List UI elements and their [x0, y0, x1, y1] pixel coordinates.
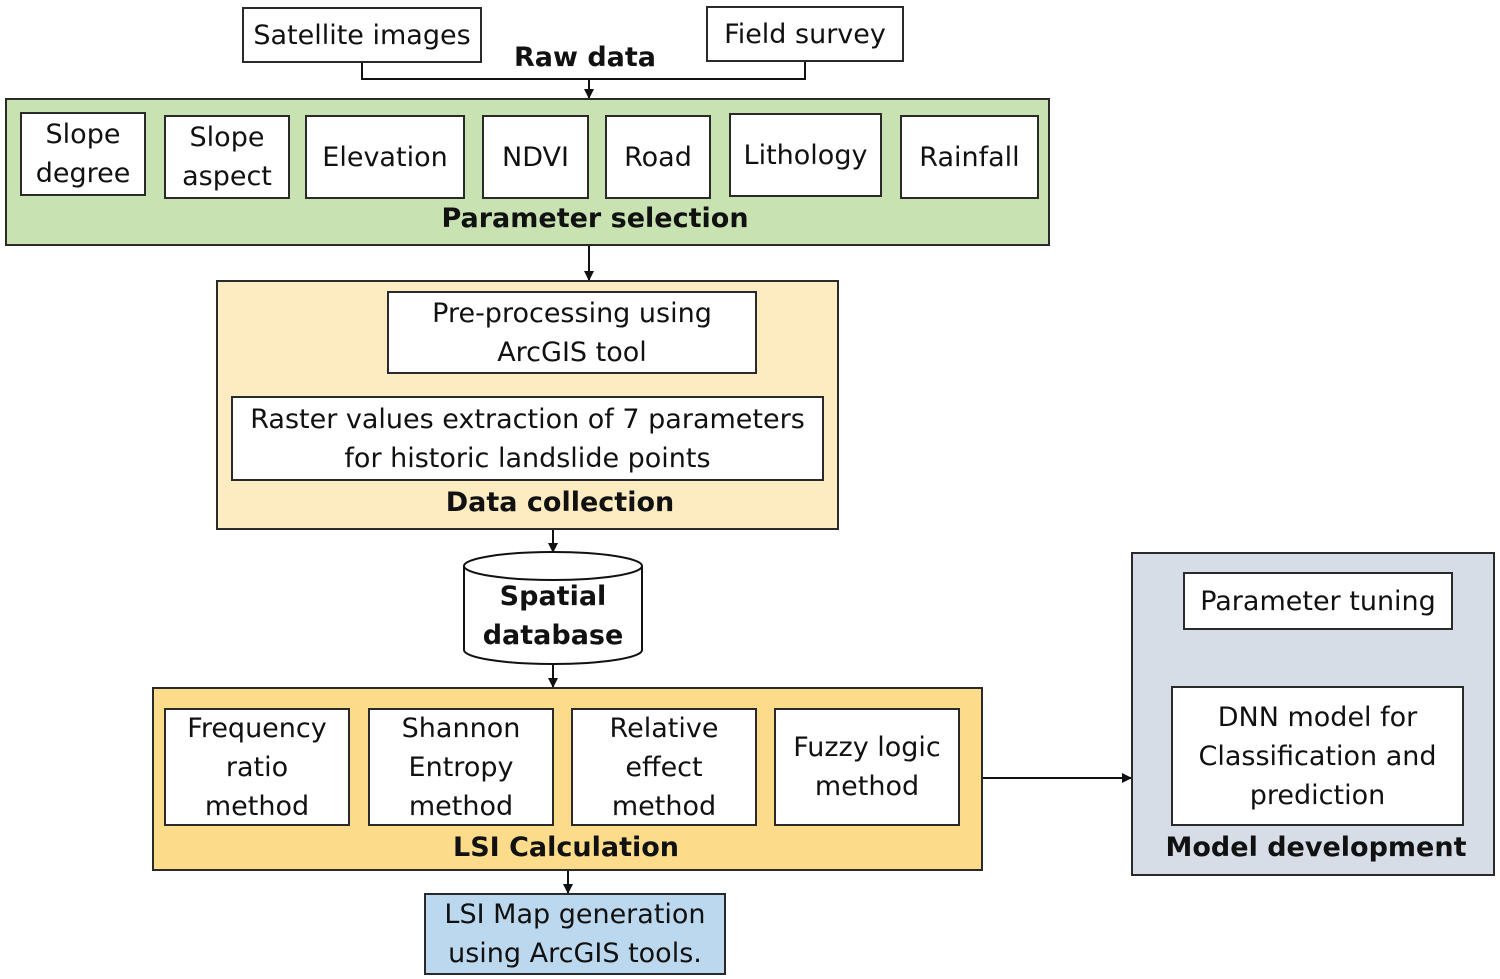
field-survey-box: Field survey — [706, 6, 904, 62]
parameter-slope-aspect: Slope aspect — [164, 115, 290, 199]
raw-data-label: Raw data — [513, 42, 657, 73]
relative-effect-method-box: Relative effect method — [571, 708, 757, 826]
parameter-rainfall: Rainfall — [900, 115, 1039, 199]
data-collection-label: Data collection — [445, 487, 675, 518]
raster-extraction-box: Raster values extraction of 7 parameters… — [231, 396, 824, 481]
parameter-tuning-box: Parameter tuning — [1183, 572, 1453, 630]
survey-connector — [589, 62, 806, 80]
dnn-model-box: DNN model for Classification and predict… — [1171, 686, 1464, 826]
satellite-connector — [361, 63, 589, 80]
satellite-images-box: Satellite images — [242, 7, 482, 63]
shannon-entropy-method-box: Shannon Entropy method — [368, 708, 554, 826]
spatial-database-label: Spatial database — [482, 581, 624, 651]
parameter-road: Road — [605, 115, 711, 199]
model-development-label: Model development — [1165, 832, 1467, 863]
lsi-map-generation-box: LSI Map generation using ArcGIS tools. — [424, 893, 726, 975]
lsi-calculation-label: LSI Calculation — [452, 832, 680, 863]
parameter-selection-label: Parameter selection — [441, 203, 749, 234]
frequency-ratio-method-box: Frequency ratio method — [164, 708, 350, 826]
preprocessing-box: Pre-processing using ArcGIS tool — [387, 291, 757, 374]
parameter-elevation: Elevation — [305, 115, 465, 199]
parameter-lithology: Lithology — [729, 113, 882, 197]
parameter-ndvi: NDVI — [482, 115, 589, 199]
parameter-slope-degree: Slope degree — [20, 112, 146, 196]
fuzzy-logic-method-box: Fuzzy logic method — [774, 708, 960, 826]
